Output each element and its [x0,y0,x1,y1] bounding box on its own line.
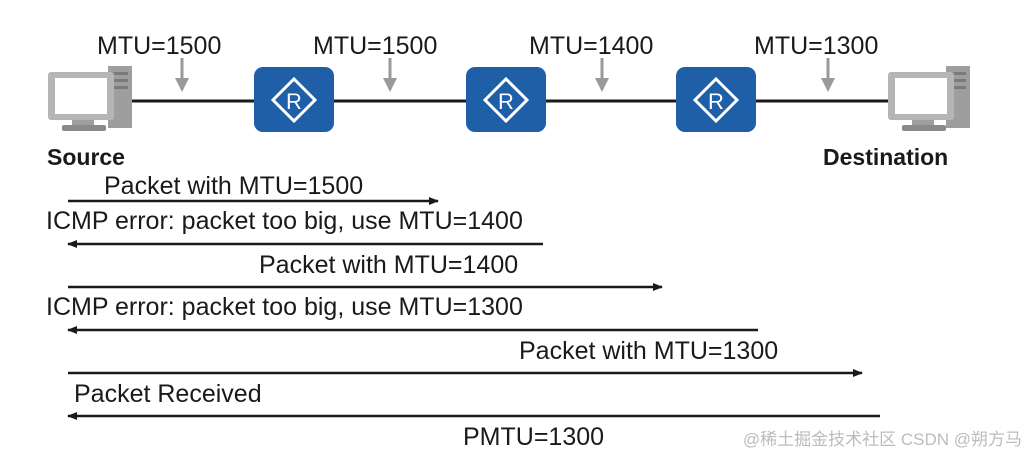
message-5-label: Packet with MTU=1300 [519,337,778,365]
router-2-icon: R [466,67,546,132]
watermark-text: @稀土掘金技术社区 CSDN @朔方马 [743,430,1022,449]
destination-computer-icon [888,66,970,131]
link-3-mtu-label: MTU=1400 [529,32,653,60]
message-2-label: ICMP error: packet too big, use MTU=1400 [46,207,523,235]
link-1-down-arrow-icon [175,58,189,92]
source-computer-icon [48,66,132,131]
message-3-label: Packet with MTU=1400 [259,251,518,279]
link-2-down-arrow-icon [383,58,397,92]
destination-label: Destination [823,144,948,170]
link-4-down-arrow-icon [821,58,835,92]
link-2-mtu-label: MTU=1500 [313,32,437,60]
link-4-mtu-label: MTU=1300 [754,32,878,60]
router-2-letter: R [498,89,514,114]
router-3-letter: R [708,89,724,114]
message-6-label: Packet Received [74,380,262,408]
link-3-down-arrow-icon [595,58,609,92]
pmtu-result-label: PMTU=1300 [463,423,604,451]
router-1-letter: R [286,89,302,114]
message-4-label: ICMP error: packet too big, use MTU=1300 [46,293,523,321]
link-1-mtu-label: MTU=1500 [97,32,221,60]
router-1-icon: R [254,67,334,132]
router-3-icon: R [676,67,756,132]
source-label: Source [47,144,125,170]
message-1-label: Packet with MTU=1500 [104,172,363,200]
